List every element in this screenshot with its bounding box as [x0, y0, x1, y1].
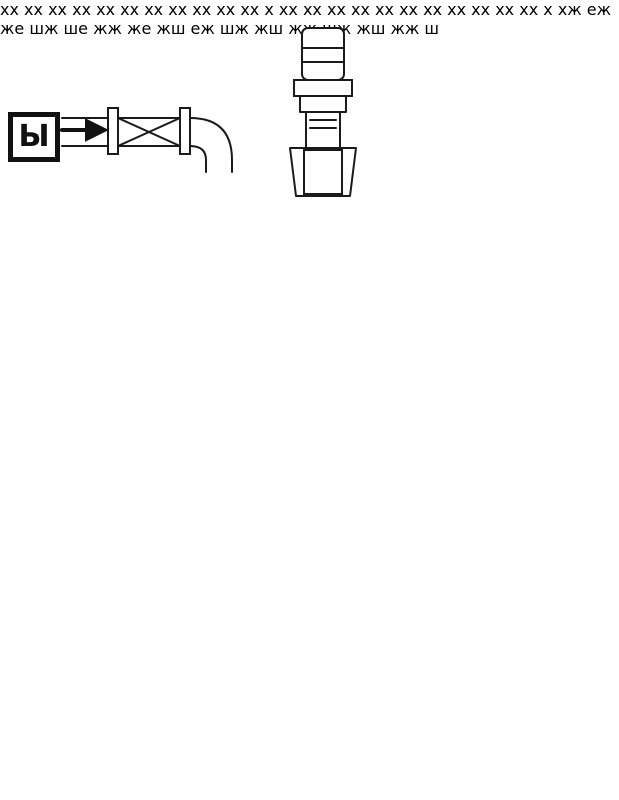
feed-pipe [60, 107, 233, 173]
input-label-box: Ы [8, 112, 60, 162]
particle-symbols: xx xx xx xx xx xx xx xx xx xx xx x xx xx… [0, 0, 612, 38]
drive-motor [289, 27, 357, 197]
